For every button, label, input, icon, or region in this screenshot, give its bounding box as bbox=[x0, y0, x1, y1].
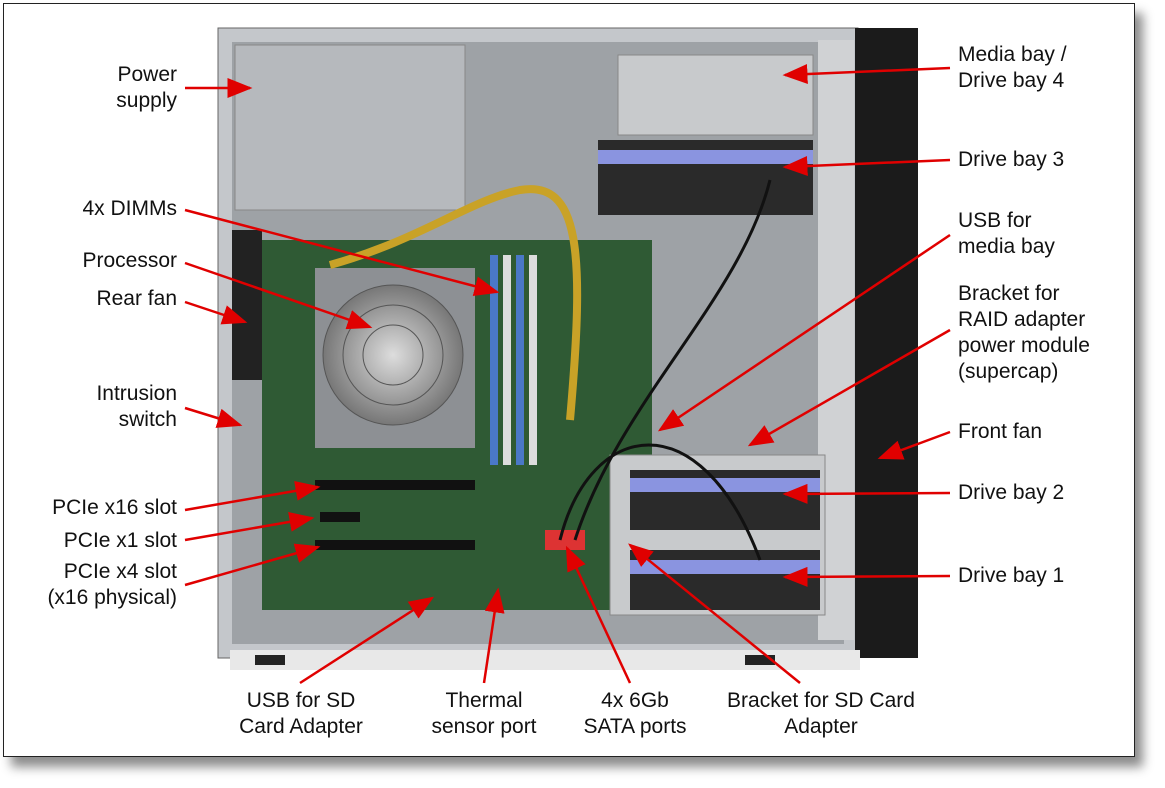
drive-cage-top bbox=[598, 54, 814, 215]
label-drive-bay-2: Drive bay 2 bbox=[958, 481, 1065, 504]
power-cable bbox=[328, 185, 582, 421]
label-pcie-x1: PCIe x1 slot bbox=[63, 529, 177, 552]
label-pcie-x16: PCIe x16 slot bbox=[52, 496, 177, 519]
label-drive-bay-1: Drive bay 1 bbox=[958, 564, 1065, 587]
callout-arrows bbox=[184, 64, 951, 685]
dimm-slots bbox=[490, 255, 537, 465]
label-drive-bay-3: Drive bay 3 bbox=[958, 148, 1065, 171]
pcie-slots bbox=[315, 480, 475, 550]
label-rear-fan: Rear fan bbox=[96, 287, 177, 310]
power-supply bbox=[234, 44, 466, 211]
rear-fan bbox=[232, 230, 262, 380]
processor-heatsink bbox=[315, 268, 475, 448]
sata-ports bbox=[545, 530, 585, 550]
label-media-bay: Media bay /Drive bay 4 bbox=[958, 43, 1067, 92]
label-processor: Processor bbox=[82, 249, 177, 272]
drive-cage-bottom bbox=[609, 454, 826, 616]
label-pcie-x4: PCIe x4 slot(x16 physical) bbox=[47, 560, 177, 609]
label-dimms: 4x DIMMs bbox=[82, 197, 178, 220]
label-front-fan: Front fan bbox=[958, 420, 1043, 443]
sata-cables bbox=[558, 179, 772, 561]
